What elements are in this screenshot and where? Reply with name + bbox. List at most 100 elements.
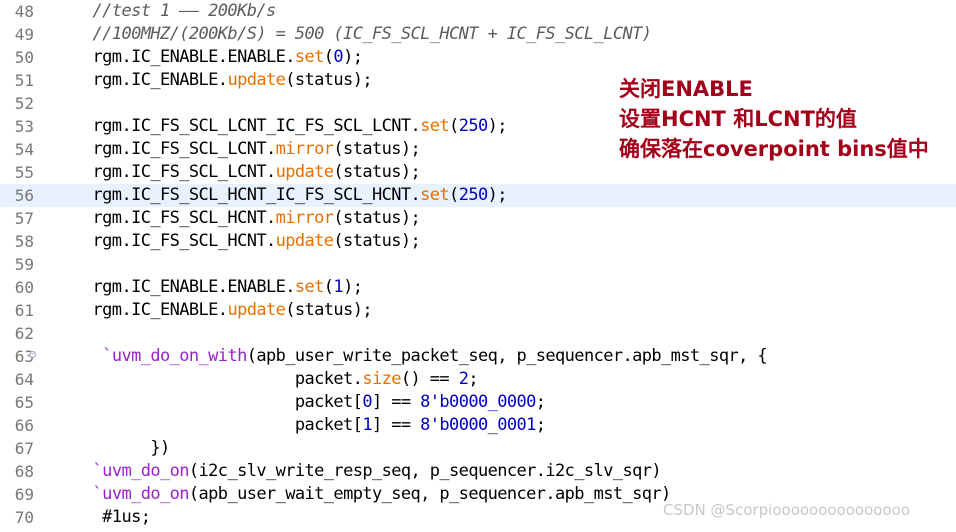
code-token: ( <box>449 116 459 136</box>
code-token: #1us; <box>54 507 151 527</box>
code-text: rgm.IC_FS_SCL_LCNT_IC_FS_SCL_LCNT.set(25… <box>54 115 508 138</box>
code-text: `uvm_do_on(i2c_slv_write_resp_seq, p_seq… <box>54 460 662 483</box>
code-token: rgm.IC_ENABLE. <box>54 300 229 320</box>
code-token: packet. <box>54 369 363 389</box>
code-token: ); <box>343 277 363 297</box>
code-line[interactable]: 68 `uvm_do_on(i2c_slv_write_resp_seq, p_… <box>0 460 956 483</box>
code-token: //100MHZ/(200Kb/S) = 500 (IC_FS_SCL_HCNT… <box>92 24 652 44</box>
code-token <box>54 1 93 21</box>
code-line[interactable]: 64 packet.size() == 2; <box>0 368 956 391</box>
line-number: 62 <box>14 324 34 343</box>
code-token: 0 <box>362 392 372 412</box>
code-line[interactable]: 69 `uvm_do_on(apb_user_wait_empty_seq, p… <box>0 483 956 506</box>
code-line[interactable]: 58 rgm.IC_FS_SCL_HCNT.update(status); <box>0 230 956 253</box>
code-line[interactable]: 53 rgm.IC_FS_SCL_LCNT_IC_FS_SCL_LCNT.set… <box>0 115 956 138</box>
code-token: (status); <box>333 139 421 159</box>
code-token: size <box>362 369 401 389</box>
line-number: 58 <box>14 232 34 251</box>
code-line[interactable]: 66 packet[1] == 8'b0000_0001; <box>0 414 956 437</box>
code-token: rgm.IC_FS_SCL_HCNT_IC_FS_SCL_HCNT. <box>54 185 421 205</box>
code-text: }) <box>54 437 170 460</box>
code-line[interactable]: 51 rgm.IC_ENABLE.update(status); <box>0 69 956 92</box>
code-token: }) <box>54 438 170 458</box>
code-line[interactable]: 63− `uvm_do_on_with(apb_user_write_packe… <box>0 345 956 368</box>
code-line[interactable]: 52 <box>0 92 956 115</box>
code-token: ( <box>323 47 334 67</box>
annotation-line-3: 确保落在coverpoint bins值中 <box>619 137 929 161</box>
line-number: 54 <box>14 140 34 159</box>
code-text: packet[0] == 8'b0000_0000; <box>54 391 546 414</box>
code-text: rgm.IC_FS_SCL_HCNT_IC_FS_SCL_HCNT.set(25… <box>54 184 508 207</box>
code-token: rgm.IC_FS_SCL_LCNT. <box>54 139 277 159</box>
code-token: ( <box>323 277 334 297</box>
code-token: mirror <box>275 139 334 159</box>
code-token: 250 <box>458 116 489 136</box>
code-token: rgm.IC_FS_SCL_LCNT_IC_FS_SCL_LCNT. <box>54 116 421 136</box>
code-token: ); <box>487 116 508 136</box>
code-token: `uvm_do_on <box>92 461 190 481</box>
code-text: rgm.IC_FS_SCL_HCNT.mirror(status); <box>54 207 421 230</box>
fold-toggle-icon[interactable]: − <box>29 350 36 358</box>
code-line[interactable]: 60 rgm.IC_ENABLE.ENABLE.set(1); <box>0 276 956 299</box>
code-text: rgm.IC_ENABLE.ENABLE.set(0); <box>54 46 363 69</box>
code-token: packet[ <box>54 392 363 412</box>
code-text: `uvm_do_on_with(apb_user_write_packet_se… <box>54 345 767 368</box>
line-number: 57 <box>14 209 34 228</box>
code-token: rgm.IC_ENABLE.ENABLE. <box>54 277 296 297</box>
code-token: ); <box>487 185 508 205</box>
code-line[interactable]: 65 packet[0] == 8'b0000_0000; <box>0 391 956 414</box>
code-token: mirror <box>275 208 334 228</box>
code-line[interactable]: 54 rgm.IC_FS_SCL_LCNT.mirror(status); <box>0 138 956 161</box>
code-line[interactable]: 49 //100MHZ/(200Kb/S) = 500 (IC_FS_SCL_H… <box>0 23 956 46</box>
code-text: rgm.IC_ENABLE.update(status); <box>54 299 373 322</box>
line-number: 64 <box>14 370 34 389</box>
code-token: update <box>227 300 286 320</box>
code-token: ; <box>468 369 478 389</box>
code-line[interactable]: 50 rgm.IC_ENABLE.ENABLE.set(0); <box>0 46 956 69</box>
code-line[interactable]: 57 rgm.IC_FS_SCL_HCNT.mirror(status); <box>0 207 956 230</box>
code-token: //test 1 —— 200Kb/s <box>92 1 277 21</box>
code-token: (status); <box>285 300 372 320</box>
code-line[interactable]: 62 <box>0 322 956 345</box>
line-number: 59 <box>14 255 34 274</box>
line-number: 70 <box>14 508 34 527</box>
code-token: 0 <box>333 47 344 67</box>
code-text: packet.size() == 2; <box>54 368 479 391</box>
code-token: update <box>227 70 286 90</box>
code-text: #1us; <box>54 506 151 529</box>
code-line[interactable]: 48 //test 1 —— 200Kb/s <box>0 0 956 23</box>
code-token: set <box>420 116 450 136</box>
code-text: //100MHZ/(200Kb/S) = 500 (IC_FS_SCL_HCNT… <box>54 23 652 46</box>
code-token: ( <box>449 185 459 205</box>
code-line[interactable]: 59 <box>0 253 956 276</box>
code-token: `uvm_do_on <box>92 484 190 504</box>
code-text: `uvm_do_on(apb_user_wait_empty_seq, p_se… <box>54 483 672 506</box>
code-token <box>54 346 102 366</box>
code-token: rgm.IC_ENABLE. <box>54 70 229 90</box>
code-token: packet[ <box>54 415 363 435</box>
code-token: (status); <box>333 162 421 182</box>
code-token: set <box>420 185 450 205</box>
line-number: 69 <box>14 485 34 504</box>
code-token: update <box>275 231 334 251</box>
code-line[interactable]: 67 }) <box>0 437 956 460</box>
code-text: rgm.IC_FS_SCL_LCNT.mirror(status); <box>54 138 421 161</box>
code-token <box>54 484 93 504</box>
annotation-line-2: 设置HCNT 和LCNT的值 <box>619 107 857 131</box>
line-number: 67 <box>14 439 34 458</box>
code-line[interactable]: 70 #1us; <box>0 506 956 529</box>
line-number: 61 <box>14 301 34 320</box>
code-token: (status); <box>333 231 421 251</box>
code-line[interactable]: 61 rgm.IC_ENABLE.update(status); <box>0 299 956 322</box>
code-text: rgm.IC_ENABLE.update(status); <box>54 69 373 92</box>
code-line[interactable]: 55 rgm.IC_FS_SCL_LCNT.update(status); <box>0 161 956 184</box>
code-token: ] == <box>371 392 421 412</box>
code-token: `uvm_do_on_with <box>102 346 247 366</box>
line-number: 55 <box>14 163 34 182</box>
code-token: set <box>294 277 325 297</box>
code-token: (i2c_slv_write_resp_seq, p_sequencer.i2c… <box>188 461 662 481</box>
code-line[interactable]: 56 rgm.IC_FS_SCL_HCNT_IC_FS_SCL_HCNT.set… <box>0 184 956 207</box>
code-token: rgm.IC_ENABLE.ENABLE. <box>54 47 296 67</box>
code-text: packet[1] == 8'b0000_0001; <box>54 414 546 437</box>
